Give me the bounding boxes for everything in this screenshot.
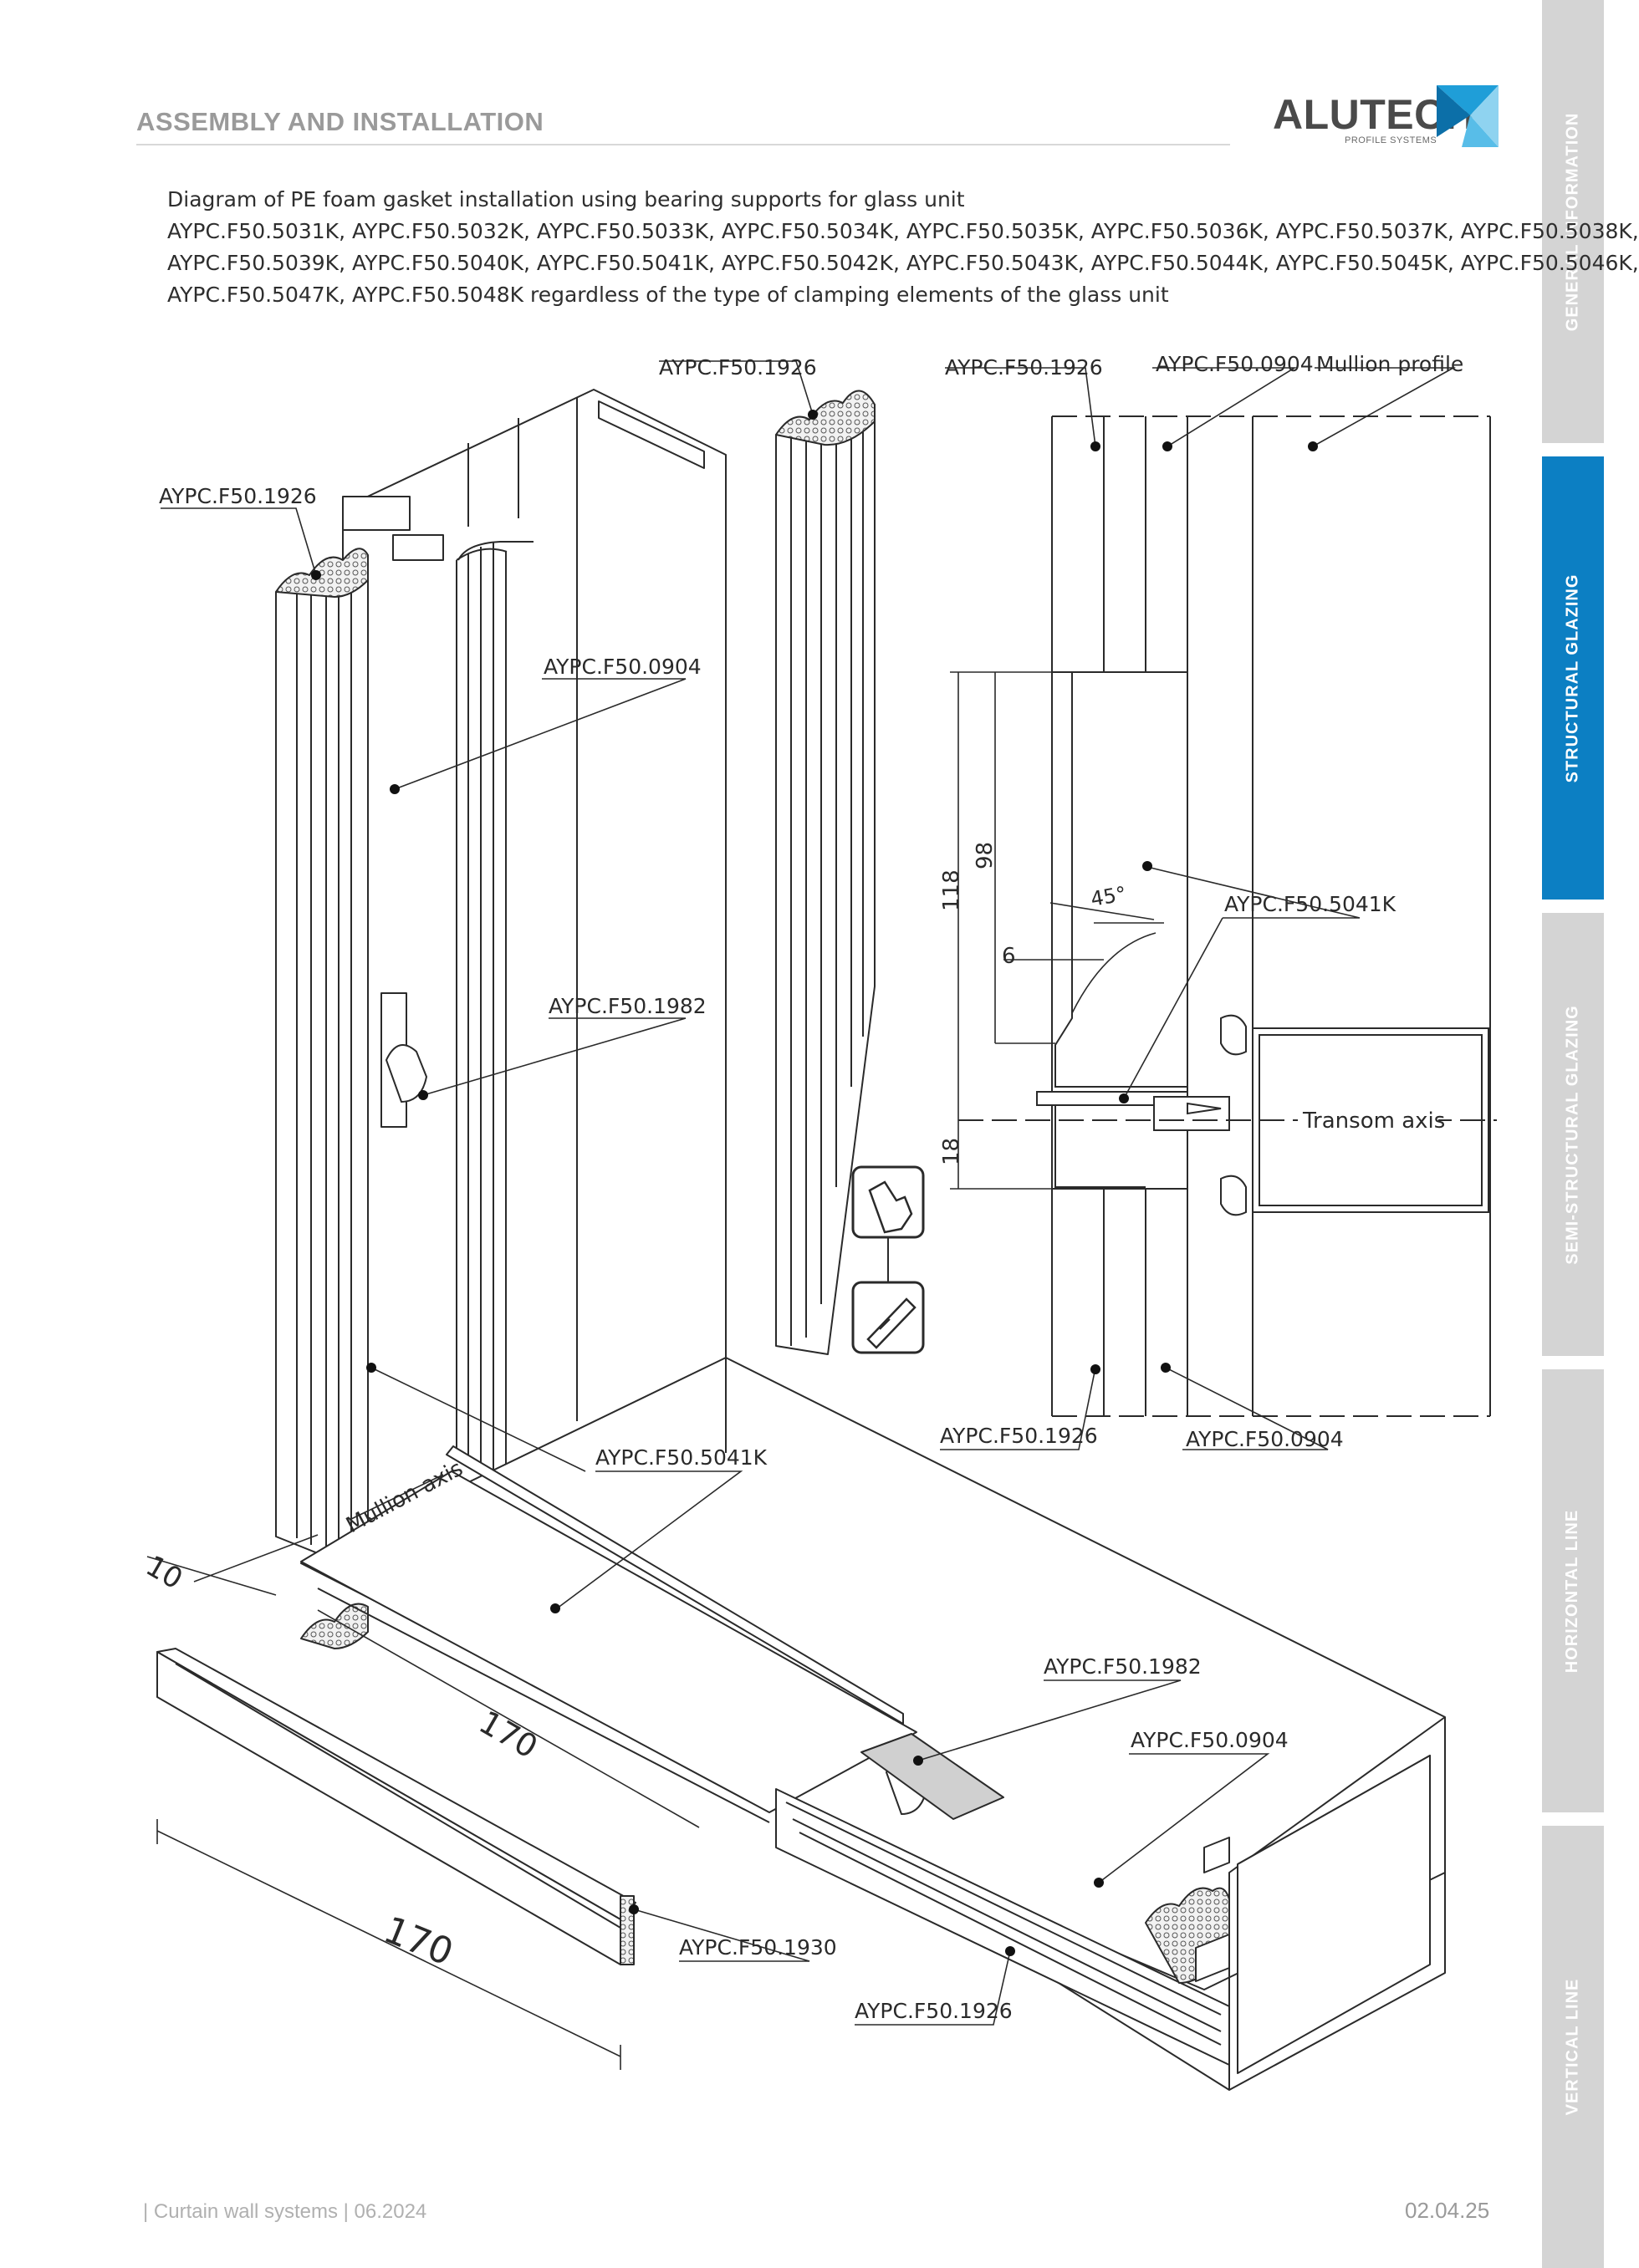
label-1982-upper: AYPC.F50.1982 (549, 994, 707, 1018)
tab-structural-glazing[interactable]: STRUCTURAL GLAZING (1542, 456, 1604, 900)
label-mullion-profile: Mullion profile (1316, 352, 1463, 376)
label-sec-5041k: AYPC.F50.5041K (1224, 892, 1396, 916)
caption-line: AYPC.F50.5031K, AYPC.F50.5032K, AYPC.F50… (167, 219, 1639, 243)
label-5041k-iso: AYPC.F50.5041K (595, 1445, 768, 1470)
section-title: ASSEMBLY AND INSTALLATION (136, 107, 544, 136)
cutter-knife-icon (851, 1281, 925, 1354)
footer-date: 02.04.25 (1405, 2198, 1490, 2223)
header-divider (136, 144, 1230, 145)
caption-line: Diagram of PE foam gasket installation u… (167, 187, 965, 212)
separated-gasket-vertical (775, 390, 876, 1355)
left-gasket-strip (275, 548, 369, 1649)
label-1982-lower: AYPC.F50.1982 (1044, 1654, 1202, 1679)
dim-18: 18 (939, 1138, 964, 1165)
tab-semi-structural-glazing[interactable]: SEMI-STRUCTURAL GLAZING (1542, 913, 1604, 1356)
dim-10: 10 (140, 1549, 188, 1596)
label-sec-0904-bottom: AYPC.F50.0904 (1186, 1427, 1344, 1451)
side-navigation: GENERAL INFORMATION STRUCTURAL GLAZING S… (1542, 0, 1604, 2268)
label-0904-upper: AYPC.F50.0904 (544, 655, 702, 679)
dim-170-diagonal: 170 (473, 1704, 544, 1766)
loose-gasket-1930 (156, 1648, 636, 1965)
iso-leader-dots (311, 410, 1104, 1956)
label-sec-1926-bottom: AYPC.F50.1926 (940, 1424, 1098, 1448)
isometric-transom (300, 1357, 1446, 2091)
brand-logo: ALUTECH PROFILE SYSTEMS (1273, 85, 1499, 152)
label-1930: AYPC.F50.1930 (679, 1935, 837, 1960)
tab-horizontal-line[interactable]: HORIZONTAL LINE (1542, 1369, 1604, 1812)
section-leader-dots (1090, 441, 1318, 1374)
label-transom-axis: Transom axis (1302, 1109, 1445, 1134)
transom-axis-label-bg (1298, 1105, 1438, 1134)
label-sec-0904-top: AYPC.F50.0904 (1156, 352, 1314, 376)
label-1926-bottom: AYPC.F50.1926 (855, 1999, 1013, 2023)
hand-press-icon (851, 1165, 925, 1282)
label-1926-left: AYPC.F50.1926 (159, 484, 317, 508)
section-view (958, 415, 1497, 1417)
dim-6: 6 (1002, 944, 1016, 969)
support-bracket-upper (380, 992, 427, 1128)
label-1926-gasket: AYPC.F50.1926 (659, 355, 817, 380)
footer-document-info: | Curtain wall systems | 06.2024 (143, 2200, 427, 2223)
label-sec-1926-top: AYPC.F50.1926 (945, 355, 1103, 380)
tab-general-information[interactable]: GENERAL INFORMATION (1542, 0, 1604, 443)
dim-98: 98 (973, 842, 998, 869)
brand-mark-icon (1437, 85, 1499, 147)
iso-dimensions (146, 360, 1270, 2070)
installation-drawing: AYPC.F50.1926 AYPC.F50.0904 AYPC.F50.198… (140, 352, 1497, 2091)
brand-subtitle: PROFILE SYSTEMS (1345, 135, 1437, 145)
tab-vertical-line[interactable]: VERTICAL LINE (1542, 1826, 1604, 2268)
section-dimensions (940, 367, 1457, 1450)
diagram-caption: Diagram of PE foam gasket installation u… (167, 184, 1639, 311)
dim-118: 118 (939, 869, 964, 911)
dim-170-bottom: 170 (378, 1909, 459, 1975)
label-0904-lower: AYPC.F50.0904 (1131, 1728, 1289, 1752)
caption-line: AYPC.F50.5047K, AYPC.F50.5048K regardles… (167, 283, 1169, 307)
isometric-mullion (342, 389, 727, 1572)
caption-line: AYPC.F50.5039K, AYPC.F50.5040K, AYPC.F50… (167, 251, 1639, 275)
top-clip-profiles (342, 496, 534, 561)
dim-45-degrees: 45° (1089, 882, 1128, 911)
